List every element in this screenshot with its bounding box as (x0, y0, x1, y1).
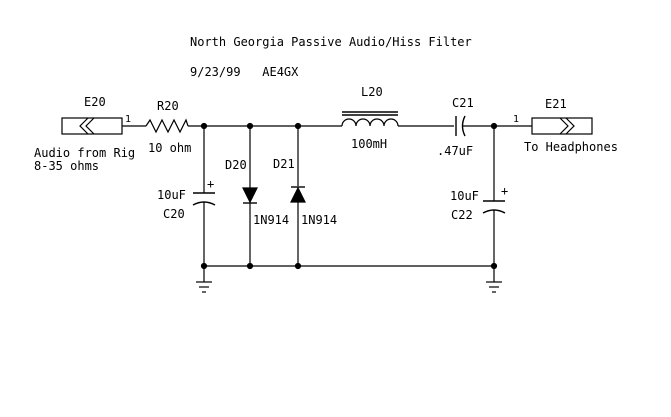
e20-pin-label: 1 (125, 114, 132, 125)
d21-diode-symbol (290, 126, 306, 266)
ground-symbol-right (486, 266, 502, 293)
r20-ref-label: R20 (157, 99, 179, 113)
e21-pin-label: 1 (513, 114, 520, 125)
c20-value-label: 10uF (157, 188, 186, 202)
r20-resistor-symbol (145, 118, 189, 134)
r20-value-label: 10 ohm (148, 141, 192, 155)
c22-ref-label: C22 (451, 208, 473, 222)
e20-connector (61, 117, 123, 135)
date-author-line: 9/23/99 AE4GX (190, 65, 299, 79)
schematic-title: North Georgia Passive Audio/Hiss Filter (190, 35, 472, 49)
l20-value-label: 100mH (351, 137, 388, 151)
d20-diode-symbol (242, 126, 258, 266)
e20-ref-label: E20 (84, 95, 106, 109)
c20-ref-label: C20 (163, 207, 185, 221)
l20-ref-label: L20 (361, 85, 383, 99)
c20-polarity-mark: + (207, 177, 215, 191)
c21-ref-label: C21 (452, 96, 474, 110)
ground-symbol-left (196, 266, 212, 293)
c21-value-label: .47uF (437, 144, 474, 158)
e20-desc-line2: 8-35 ohms (34, 159, 100, 173)
e20-desc-line1: Audio from Rig (34, 146, 136, 160)
e21-connector (531, 117, 593, 135)
e21-ref-label: E21 (545, 97, 567, 111)
d20-value-label: 1N914 (253, 213, 290, 227)
c20-capacitor-branch (192, 126, 216, 266)
d21-ref-label: D21 (273, 157, 295, 171)
e21-desc-label: To Headphones (524, 140, 618, 154)
junction-dot (294, 262, 302, 270)
c22-capacitor-branch (482, 126, 506, 266)
junction-dot (246, 262, 254, 270)
c22-polarity-mark: + (501, 184, 509, 198)
c22-value-label: 10uF (450, 189, 479, 203)
d20-ref-label: D20 (225, 158, 247, 172)
d21-value-label: 1N914 (301, 213, 338, 227)
l20-inductor-symbol (341, 111, 399, 127)
